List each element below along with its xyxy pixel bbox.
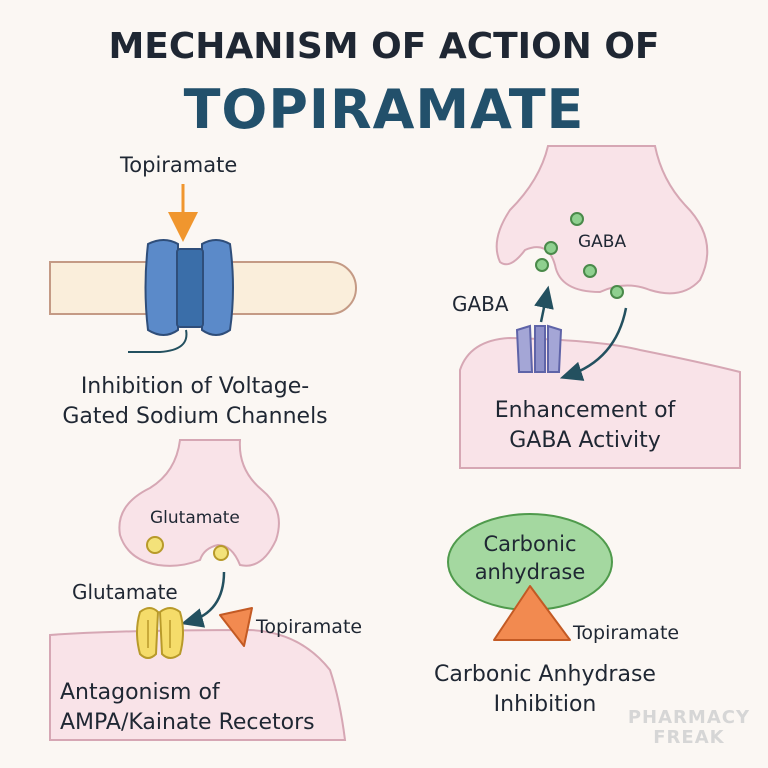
carbonic-caption: Carbonic Anhydrase Inhibition	[410, 660, 680, 720]
sodium-drug-label: Topiramate	[120, 153, 238, 177]
glutamate-vesicle-1	[146, 536, 164, 554]
carbonic-drug-label: Topiramate	[573, 622, 680, 644]
topiramate-triangle-carbonic	[493, 585, 571, 641]
carbonic-anhydrase-panel	[447, 513, 613, 641]
gaba-caption-line-2: GABA Activity	[509, 428, 661, 453]
sodium-caption: Inhibition of Voltage- Gated Sodium Chan…	[30, 372, 360, 432]
watermark-line-2: FREAK	[653, 727, 725, 748]
glutamate-receptor-label: Glutamate	[72, 580, 178, 604]
glutamate-vesicle-2	[213, 545, 229, 561]
ampa-receptor-icon	[136, 607, 184, 659]
glutamate-caption-line-1: Antagonism of	[60, 680, 220, 705]
channel-tail	[128, 329, 188, 353]
sodium-caption-line-2: Gated Sodium Channels	[62, 404, 328, 429]
gaba-receptor-icon	[515, 324, 563, 373]
gaba-vesicles	[535, 212, 624, 299]
sodium-caption-line-1: Inhibition of Voltage-	[80, 374, 310, 399]
enzyme-label: Carbonic anhydrase	[450, 530, 610, 586]
glutamate-drug-label: Topiramate	[256, 616, 363, 638]
gaba-release-arrow	[559, 307, 628, 381]
sodium-channel-icon	[144, 239, 234, 336]
topiramate-triangle-glutamate	[219, 607, 253, 647]
glutamate-caption-line-2: AMPA/Kainate Recetors	[60, 710, 315, 735]
glutamate-panel	[49, 439, 347, 741]
presynaptic-terminal	[495, 145, 709, 295]
gaba-caption: Enhancement of GABA Activity	[440, 396, 730, 456]
glutamate-caption: Antagonism of AMPA/Kainate Recetors	[60, 678, 350, 738]
gaba-up-arrow	[534, 285, 554, 323]
enzyme-label-line-1: Carbonic	[483, 532, 577, 556]
glutamate-release-arrow	[180, 571, 226, 628]
gaba-receptor-label: GABA	[452, 292, 509, 316]
sodium-channel-panel	[49, 184, 357, 353]
carbonic-caption-line-2: Inhibition	[493, 692, 597, 717]
watermark: PHARMACY FREAK	[628, 708, 750, 748]
enzyme-label-line-2: anhydrase	[474, 560, 586, 584]
title-line-2: TOPIRAMATE	[183, 78, 585, 141]
glutamate-presynaptic	[118, 439, 280, 567]
glutamate-vesicle-label: Glutamate	[150, 508, 240, 528]
gaba-vesicle-label: GABA	[578, 232, 627, 252]
watermark-line-1: PHARMACY	[627, 707, 750, 728]
gaba-panel	[459, 145, 741, 469]
gaba-caption-line-1: Enhancement of	[494, 398, 676, 423]
carbonic-caption-line-1: Carbonic Anhydrase	[434, 662, 656, 687]
glutamate-postsynaptic	[49, 628, 347, 741]
title-line-1: MECHANISM OF ACTION OF	[108, 26, 660, 67]
